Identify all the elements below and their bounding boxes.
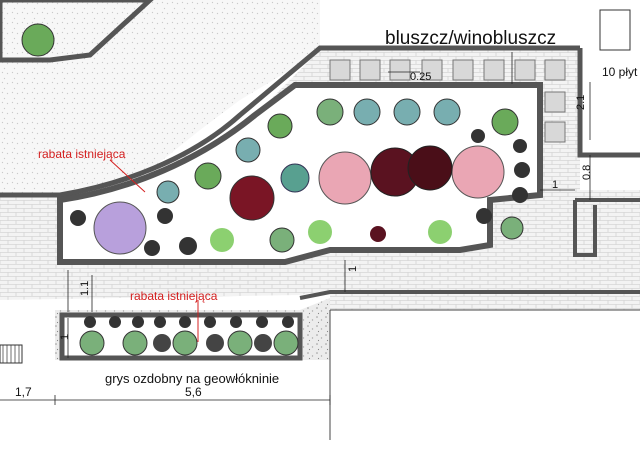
plants-lower (79, 316, 299, 356)
plants-main (21, 23, 530, 256)
dim-slab-gap: 0.25 (410, 71, 431, 83)
dim-bottom-left: 1,7 (15, 385, 32, 399)
dim-bottom-main: 5,6 (185, 385, 202, 399)
gravel-label: grys ozdobny na geowłókninie (105, 371, 279, 386)
dimension-lines (0, 52, 591, 405)
upper-wall (0, 45, 580, 198)
right-wall (577, 48, 640, 158)
dim-path-center: 1 (347, 266, 359, 272)
climber-label: bluszcz/winobluszcz (385, 28, 556, 49)
dim-bed-depth: 1 (59, 334, 71, 340)
grid-square-lines (2, 345, 20, 363)
dim-gap-right: 0.8 (581, 165, 593, 180)
right-steps-wall (573, 198, 640, 257)
slabs-label: 10 płyt (602, 65, 638, 79)
leader-line-1 (109, 159, 146, 193)
dim-path-right: 1 (552, 179, 558, 191)
existing-bed-label-2: rabata istniejąca (130, 289, 218, 303)
dim-path-left: 1.1 (79, 281, 91, 296)
dim-height-right: 2.1 (575, 95, 587, 110)
top-right-box (599, 9, 631, 51)
existing-bed-label-1: rabata istniejąca (38, 147, 126, 161)
lower-wall (299, 290, 640, 300)
slab-row (329, 59, 566, 143)
